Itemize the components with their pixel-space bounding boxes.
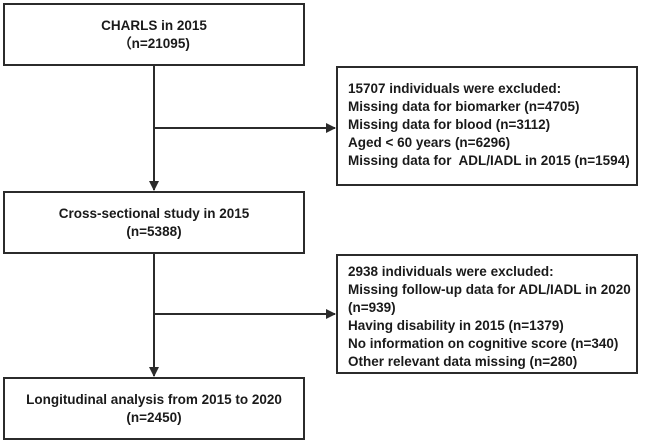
exclusion-box-2: 2938 individuals were excluded: Missing … xyxy=(336,254,638,374)
box-title: Cross-sectional study in 2015 xyxy=(58,205,250,221)
exclusion-item: Missing data for ADL/IADL in 2015 (n=159… xyxy=(348,153,630,168)
box-count: (n=2450) xyxy=(126,409,182,425)
box-count: (n=5388) xyxy=(126,223,182,239)
box-count: （n=21095) xyxy=(118,35,190,51)
exclusion-item: (n=939) xyxy=(348,300,396,315)
exclusion-item: No information on cognitive score (n=340… xyxy=(348,336,619,351)
exclusion-box-1: 15707 individuals were excluded: Missing… xyxy=(336,66,638,186)
exclusion-item: Other relevant data missing (n=280) xyxy=(348,354,578,369)
exclusion-header: 2938 individuals were excluded: xyxy=(348,264,554,279)
charls-2015-box: CHARLS in 2015 （n=21095) xyxy=(3,3,305,66)
cross-sectional-box: Cross-sectional study in 2015 (n=5388) xyxy=(3,191,305,254)
exclusion-item: Missing data for blood (n=3112) xyxy=(348,117,551,132)
exclusion-item: Having disability in 2015 (n=1379) xyxy=(348,318,564,333)
exclusion-item: Aged < 60 years (n=6296) xyxy=(348,135,511,150)
exclusion-header: 15707 individuals were excluded: xyxy=(348,81,562,96)
box-title: CHARLS in 2015 xyxy=(101,17,207,33)
exclusion-item: Missing follow-up data for ADL/IADL in 2… xyxy=(348,282,631,297)
longitudinal-box: Longitudinal analysis from 2015 to 2020 … xyxy=(3,377,305,440)
exclusion-item: Missing data for biomarker (n=4705) xyxy=(348,99,580,114)
box-title: Longitudinal analysis from 2015 to 2020 xyxy=(26,391,282,407)
